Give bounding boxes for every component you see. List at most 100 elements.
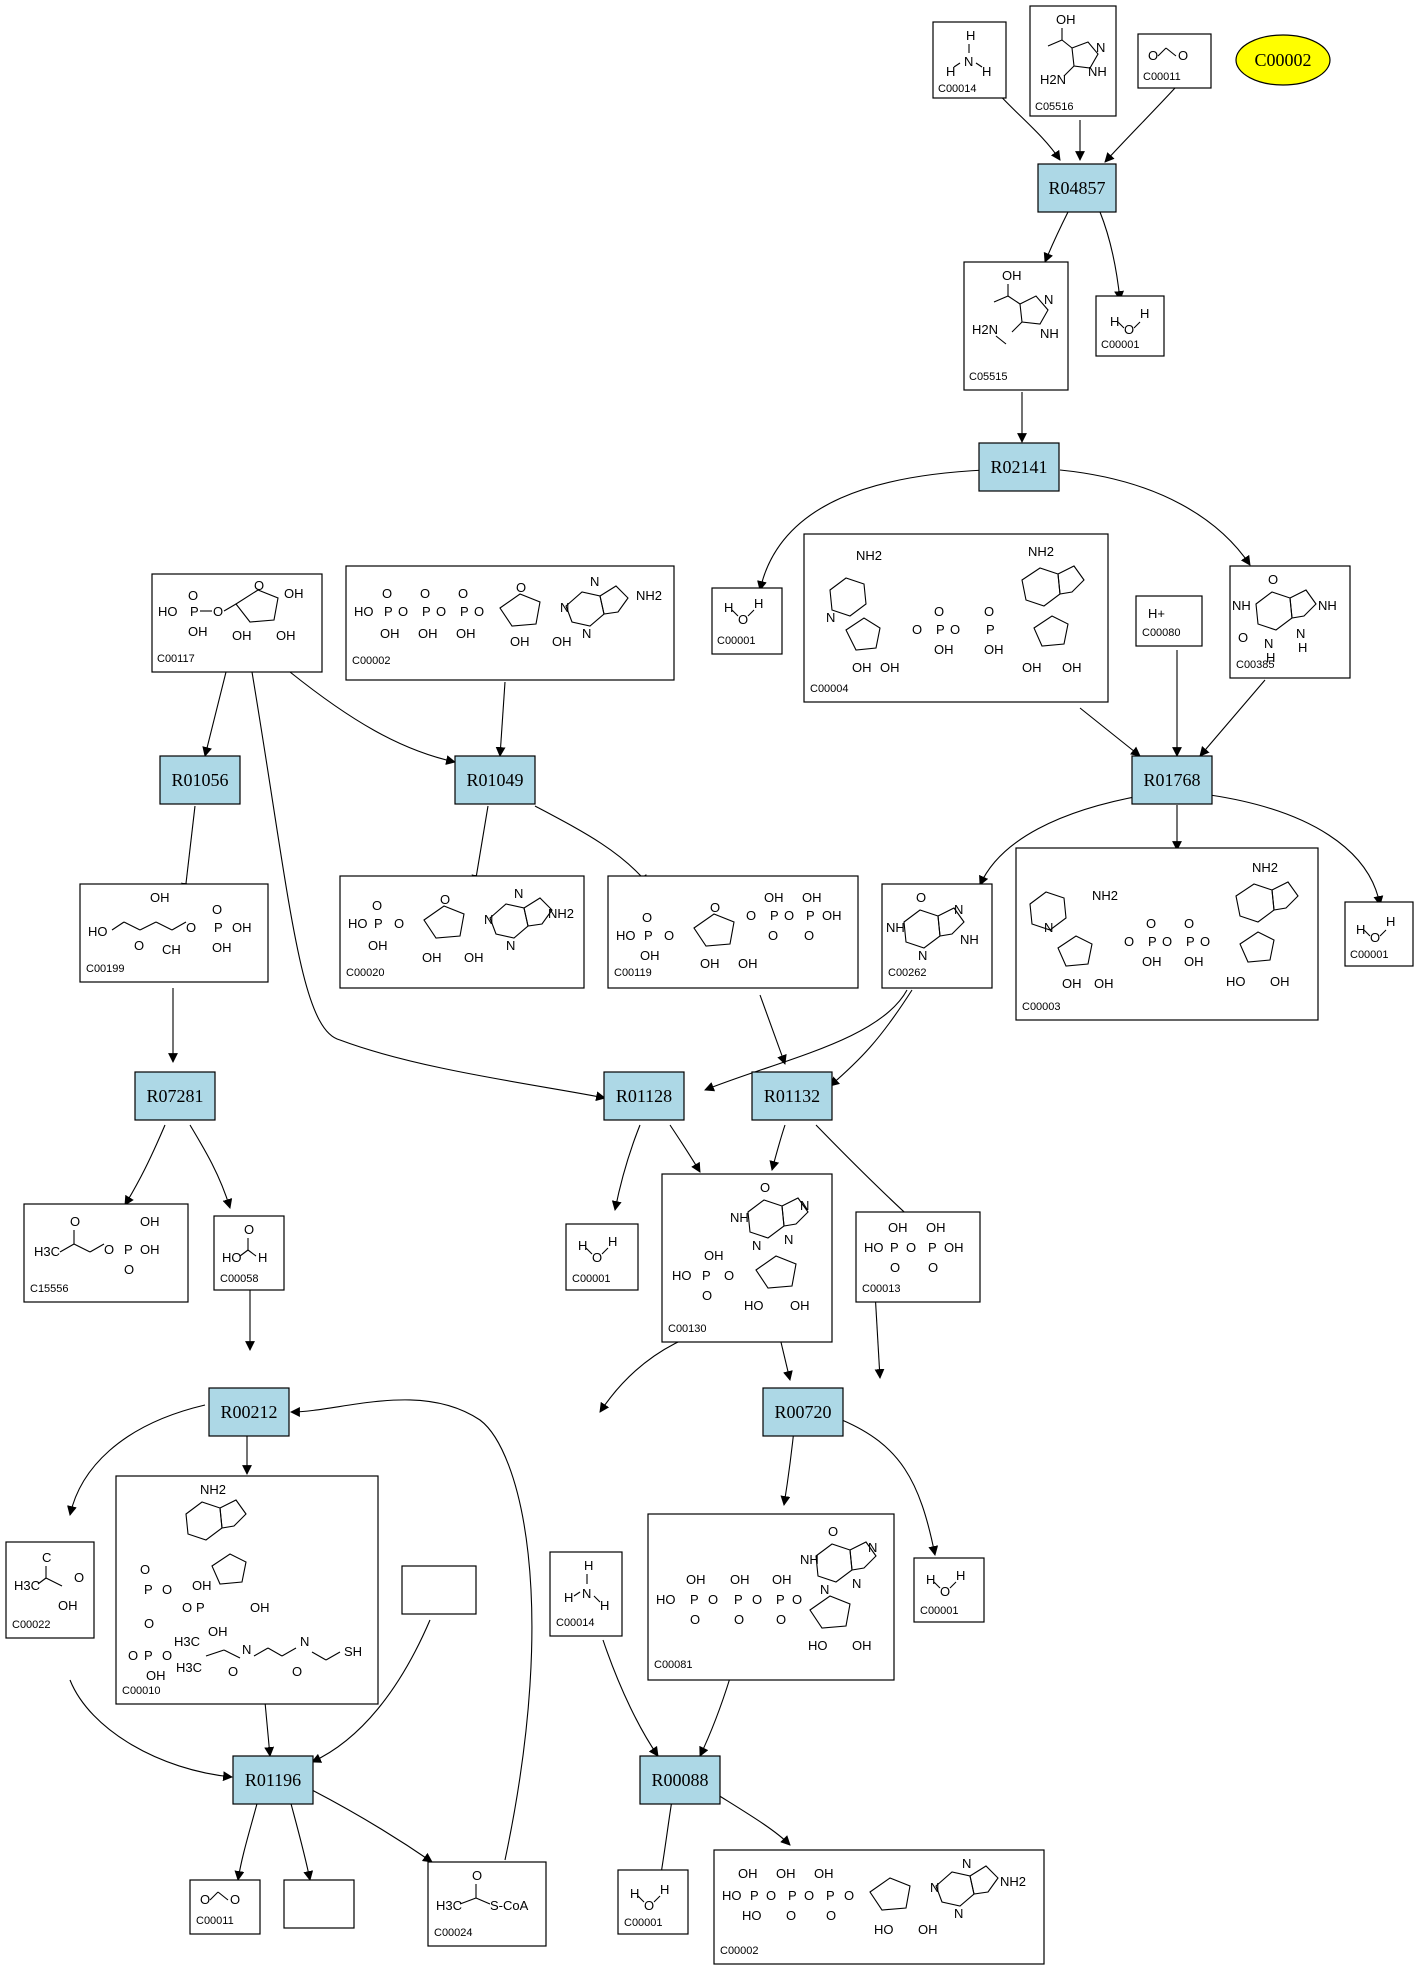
svg-text:O: O [644,1898,654,1913]
reaction-node[interactable]: R01196 [232,1755,314,1805]
svg-text:HO: HO [348,916,368,931]
compound-node[interactable] [401,1565,477,1615]
compound-node[interactable]: HO P O OH O O OH OH OH C00117 [151,573,323,673]
svg-text:O: O [188,588,198,603]
svg-text:O: O [128,1648,138,1663]
svg-text:OH: OH [250,1600,270,1615]
compound-node[interactable]: HO P O P O P O O O O OH OH OH O OH OH N … [345,565,675,681]
compound-node[interactable]: OH N NH H2N C05516 [1029,5,1117,117]
compound-node[interactable]: O OH H3C O P OH O C15556 [23,1203,189,1303]
svg-text:N: N [826,610,835,625]
svg-text:N: N [752,1238,761,1253]
reaction-node[interactable]: R04857 [1037,163,1117,213]
edge [757,469,986,591]
compound-id: C00002 [352,655,391,667]
compound-node[interactable] [283,1879,355,1929]
edge [829,989,913,1087]
reaction-node[interactable]: R01128 [603,1071,685,1121]
svg-text:OH: OH [944,1240,964,1255]
compound-node[interactable]: H O H C00001 [1095,295,1165,357]
edge [124,1124,166,1206]
reaction-node[interactable]: R00720 [762,1387,844,1437]
reaction-node[interactable]: R07281 [134,1071,216,1121]
molecule-structure: O NH N NH N [886,890,979,963]
edge [1099,211,1124,301]
edge [874,1291,885,1379]
reaction-label: R02141 [990,457,1047,477]
reaction-node[interactable]: R01056 [159,755,241,805]
svg-text:N: N [868,1540,877,1555]
svg-text:O: O [664,928,674,943]
compound-id: C00002 [720,1945,759,1957]
edge [189,1124,233,1209]
svg-text:OH: OH [552,634,572,649]
compound-node[interactable]: O NH N NH N C00262 [881,883,993,989]
reaction-node[interactable]: R01049 [454,755,536,805]
molecule-structure: O O [1148,47,1188,63]
compound-node[interactable]: O NH N N N OH OH OH HO P O P O P O O O O… [647,1513,895,1681]
reaction-label: R01128 [616,1086,672,1106]
compound-node[interactable]: NH2 O P O OH O P OH O O P O OH H3C OH H3… [115,1475,379,1705]
highlighted-compound[interactable]: C00002 [1235,34,1331,86]
reaction-node[interactable]: R01132 [751,1071,833,1121]
svg-text:OH: OH [790,1298,810,1313]
compound-node[interactable]: H O H C00001 [1344,901,1414,967]
reaction-node[interactable]: R00088 [639,1755,721,1805]
reaction-node[interactable]: R00212 [208,1387,290,1437]
edge [979,794,1146,886]
svg-text:N: N [852,1576,861,1591]
compound-node[interactable]: O H3C S-CoA C00024 [427,1861,547,1947]
molecule-structure: OH OH HO P O P OH O O [864,1220,964,1275]
svg-text:OH: OH [276,628,296,643]
svg-text:OH: OH [1056,12,1076,27]
svg-text:HO: HO [158,604,178,619]
edge [1059,469,1251,566]
compound-node[interactable]: H N H H C00014 [932,21,1007,99]
compound-node[interactable]: HO P O OH O O OH OH N N N NH2 C00020 [339,875,585,989]
svg-text:O: O [792,1592,802,1607]
molecule-structure: H N H H [946,28,991,79]
compound-node[interactable]: NH2 N OH OH O P O P O O O OH OH NH2 HO O… [1015,847,1319,1021]
edge [611,1124,641,1211]
compound-node[interactable]: OH OH HO P O P OH O O C00013 [855,1211,981,1303]
svg-text:N: N [954,1906,963,1921]
svg-text:OH: OH [510,634,530,649]
compound-node[interactable]: H O H C00001 [617,1869,689,1935]
svg-text:H: H [946,64,955,79]
svg-text:P: P [826,1888,835,1903]
svg-text:O: O [710,900,720,915]
svg-text:HO: HO [672,1268,692,1283]
edges [67,77,1384,1881]
compound-node[interactable]: HO P O OH O O OH OH O P O P OH OH OH O O… [607,875,859,989]
compound-node[interactable]: H O H C00001 [711,587,783,655]
compound-node[interactable]: C H3C O OH C00022 [5,1541,95,1639]
compound-node[interactable]: O O C00011 [189,1879,261,1935]
compound-node[interactable]: OH HO O P O OH OH O CH C00199 [79,883,269,983]
reaction-node[interactable]: R02141 [978,442,1060,492]
compound-node[interactable]: H O H C00001 [565,1223,639,1291]
compound-node[interactable]: NH2 N OH OH O P O P O O OH OH NH2 OH OH … [803,533,1109,703]
compound-node[interactable]: O HO H C00058 [213,1215,285,1291]
edge [704,989,908,1092]
molecule-structure: HO P O OH O O OH OH OH [158,578,304,643]
reaction-node[interactable]: R01768 [1131,755,1213,805]
svg-text:P: P [190,604,199,619]
svg-text:O: O [162,1648,172,1663]
compound-node[interactable]: OH N NH H2N C05515 [963,261,1069,391]
compound-node[interactable]: O NH N N N OH HO P O O HO OH C00130 [661,1173,833,1343]
svg-text:HO: HO [1226,974,1246,989]
compound-node[interactable]: O NH NH O N H N H C00385 [1229,565,1351,679]
compound-node[interactable]: H O H C00001 [913,1557,985,1623]
svg-text:NH: NH [1040,326,1059,341]
svg-text:H: H [926,1572,935,1587]
compound-node[interactable]: H+ C00080 [1135,595,1203,647]
compound-node[interactable]: O O C00011 [1137,33,1212,89]
svg-text:OH: OH [738,1866,758,1881]
reaction-label: R00088 [651,1770,708,1790]
svg-text:NH: NH [1318,598,1337,613]
compound-node[interactable]: H H N H C00014 [549,1551,623,1637]
svg-text:N: N [820,1582,829,1597]
compound-node[interactable]: OH OH OH HO P O P O P O HO O O HO OH N N… [713,1849,1045,1965]
svg-text:OH: OH [1142,954,1162,969]
svg-text:O: O [186,920,196,935]
